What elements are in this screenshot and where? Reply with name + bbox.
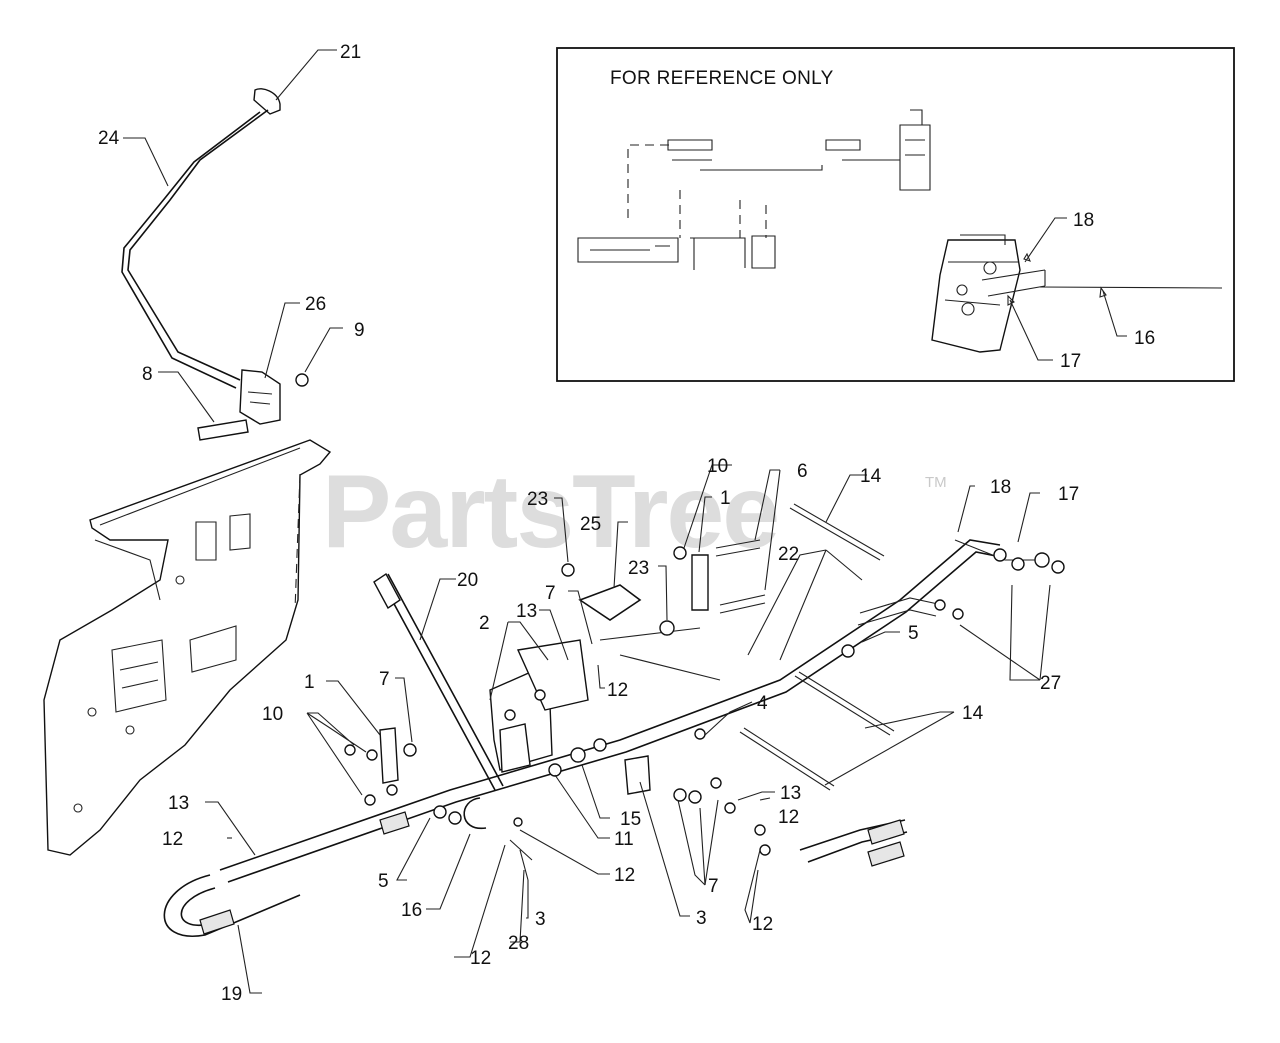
callout-16: 16 bbox=[401, 900, 422, 921]
callout-8: 8 bbox=[142, 364, 153, 385]
callout-3b: 3 bbox=[535, 909, 546, 930]
callout-14: 14 bbox=[860, 466, 882, 487]
callout-12f: 12 bbox=[778, 807, 799, 828]
inset-callout-18: 18 bbox=[1073, 210, 1094, 231]
lower-right-links bbox=[799, 819, 908, 867]
callout-1b: 1 bbox=[304, 672, 315, 693]
callout-1: 1 bbox=[720, 488, 731, 509]
callout-7c: 7 bbox=[708, 876, 719, 897]
inset-callout-17: 17 bbox=[1060, 351, 1081, 372]
callout-3: 3 bbox=[696, 908, 707, 929]
callout-15: 15 bbox=[620, 809, 641, 830]
reference-inset: FOR REFERENCE ONLY bbox=[556, 47, 1235, 382]
center-brackets bbox=[489, 639, 651, 795]
inset-callout-16: 16 bbox=[1134, 328, 1155, 349]
inset-title: FOR REFERENCE ONLY bbox=[610, 68, 834, 89]
callout-23: 23 bbox=[527, 489, 548, 510]
callout-27: 27 bbox=[1040, 673, 1061, 694]
callout-11: 11 bbox=[614, 829, 634, 850]
callout-7b: 7 bbox=[379, 669, 390, 690]
callout-22: 22 bbox=[778, 544, 799, 565]
callout-12: 12 bbox=[607, 680, 628, 701]
watermark: PartsTree TM bbox=[322, 454, 947, 570]
callout-24: 24 bbox=[98, 128, 120, 149]
inset-callout-leaders bbox=[1007, 217, 1127, 361]
callout-13b: 13 bbox=[168, 793, 189, 814]
callout-19: 19 bbox=[221, 984, 242, 1005]
frame-plate bbox=[43, 439, 332, 856]
callout-26: 26 bbox=[305, 294, 326, 315]
callout-4: 4 bbox=[757, 693, 768, 714]
small-fasteners bbox=[344, 644, 855, 881]
callout-20: 20 bbox=[457, 570, 478, 591]
callout-12b: 12 bbox=[162, 829, 183, 850]
shift-rod bbox=[373, 572, 504, 791]
inset-border bbox=[556, 47, 1235, 382]
callout-leaders bbox=[123, 49, 1051, 994]
callout-25: 25 bbox=[580, 514, 601, 535]
main-cross-shaft bbox=[163, 539, 1007, 937]
callout-28: 28 bbox=[508, 933, 529, 954]
callout-9: 9 bbox=[354, 320, 365, 341]
callout-13: 13 bbox=[516, 601, 537, 622]
callout-23b: 23 bbox=[628, 558, 649, 579]
callout-21: 21 bbox=[340, 42, 361, 63]
callout-10b: 10 bbox=[262, 704, 283, 725]
upper-linkage bbox=[561, 539, 766, 681]
callout-10: 10 bbox=[707, 456, 728, 477]
shift-lever-assembly bbox=[121, 88, 309, 441]
callout-2: 2 bbox=[479, 613, 490, 634]
callout-5b: 5 bbox=[378, 871, 389, 892]
callout-18: 18 bbox=[990, 477, 1011, 498]
callout-12c: 12 bbox=[614, 865, 635, 886]
inset-bracket-drawing bbox=[931, 234, 1223, 353]
tension-rods bbox=[739, 503, 964, 791]
callout-13c: 13 bbox=[780, 783, 801, 804]
callout-14b: 14 bbox=[962, 703, 984, 724]
right-end-bushings bbox=[954, 539, 1065, 574]
callout-12e: 12 bbox=[752, 914, 773, 935]
callout-6: 6 bbox=[797, 461, 808, 482]
callout-labels: 21 24 26 9 8 10 6 14 18 17 1 23 25 23 22… bbox=[98, 42, 1079, 1005]
watermark-trademark: TM bbox=[925, 474, 947, 491]
callout-12d: 12 bbox=[470, 948, 491, 969]
inset-wiring-drawing bbox=[577, 109, 931, 270]
callout-7: 7 bbox=[545, 583, 556, 604]
callout-5: 5 bbox=[908, 623, 919, 644]
callout-17: 17 bbox=[1058, 484, 1079, 505]
